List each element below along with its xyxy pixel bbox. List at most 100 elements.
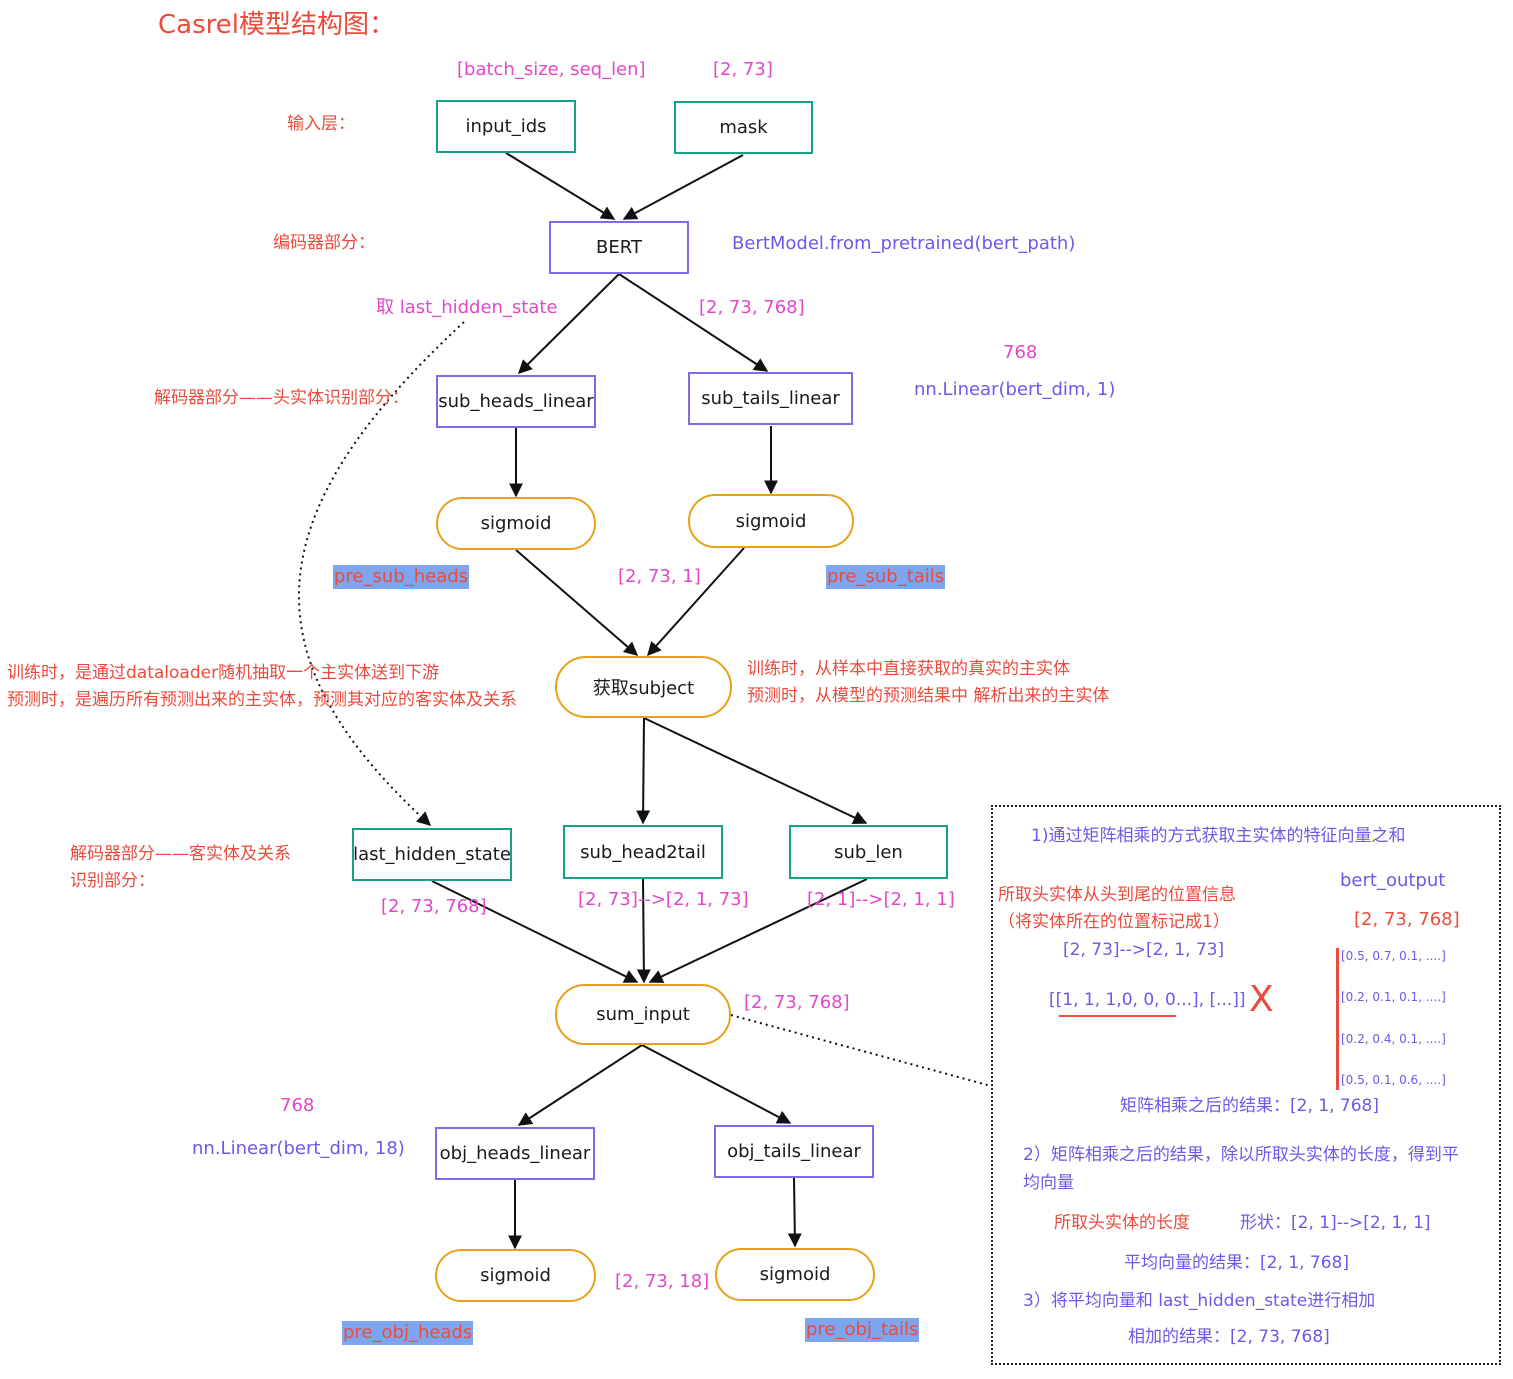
node-sum-input-label: sum_input <box>596 1004 690 1025</box>
node-sigmoid-obj-tails-label: sigmoid <box>759 1264 831 1285</box>
matrix-bracket <box>1336 948 1339 1090</box>
edge-get-subject-to-sub-len <box>643 717 868 824</box>
edge-input-ids-to-bert <box>505 152 616 220</box>
sum-input-shape: [2, 73, 768] <box>744 992 850 1013</box>
node-obj-heads-linear: obj_heads_linear <box>435 1127 595 1180</box>
bert-out-shape: [2, 73, 768] <box>699 297 805 318</box>
node-sub-tails-linear-label: sub_tails_linear <box>701 388 840 409</box>
input-shape-values: [2, 73] <box>713 59 773 80</box>
node-sum-input: sum_input <box>555 984 731 1045</box>
detail-step2-line2: 均向量 <box>1023 1173 1074 1193</box>
detail-step1: 1)通过矩阵相乘的方式获取主实体的特征向量之和 <box>1031 826 1406 846</box>
node-sub-len: sub_len <box>789 825 948 879</box>
detail-pos-info-line2: （将实体所在的位置标记成1） <box>998 912 1230 932</box>
node-last-hidden-state: last_hidden_state <box>352 828 512 881</box>
obj-sigmoid-shape: [2, 73, 18] <box>615 1271 710 1292</box>
node-obj-heads-linear-label: obj_heads_linear <box>439 1143 591 1164</box>
multiply-sign: X <box>1249 979 1274 1020</box>
detail-pos-shape: [2, 73]-->[2, 1, 73] <box>1063 940 1225 960</box>
edge-dotted-sum-input-to-detail <box>730 1014 992 1087</box>
detail-pos-info-line1: 所取头实体从头到尾的位置信息 <box>998 885 1236 905</box>
matrix-row-2: [0.2, 0.1, 0.1, ....] <box>1341 990 1446 1004</box>
edge-bert-to-sub-heads-linear <box>518 273 620 374</box>
matrix-row-1: [0.5, 0.7, 0.1, ....] <box>1341 949 1446 963</box>
edge-sum-input-to-obj-heads-linear <box>517 1044 643 1126</box>
edge-bert-to-sub-tails-linear <box>618 273 769 372</box>
pre-sub-heads-badge: pre_sub_heads <box>333 565 470 589</box>
edge-mask-to-bert <box>622 154 744 220</box>
sub-linear-in: 768 <box>1003 342 1038 363</box>
node-mask: mask <box>674 101 813 154</box>
obj-linear-in: 768 <box>280 1095 315 1116</box>
matrix-row-4: [0.5, 0.1, 0.6, ....] <box>1341 1073 1446 1087</box>
node-mask-label: mask <box>719 117 768 138</box>
obj-linear-call: nn.Linear(bert_dim, 18) <box>192 1138 405 1159</box>
node-sub-tails-linear: sub_tails_linear <box>688 372 853 425</box>
edge-obj-tails-linear-to-sigmoid <box>787 1177 802 1248</box>
edge-last-hidden-to-sum-input <box>431 880 639 983</box>
node-sigmoid-sub-tails: sigmoid <box>688 494 854 548</box>
label-input-layer: 输入层： <box>287 114 355 134</box>
pre-obj-heads-badge: pre_obj_heads <box>342 1321 474 1345</box>
detail-matmul-result: 矩阵相乘之后的结果：[2, 1, 768] <box>1120 1096 1379 1116</box>
label-decoder-obj-line1: 解码器部分——客实体及关系 <box>70 844 291 864</box>
train-note-left: 训练时，是通过dataloader随机抽取一个主实体送到下游 <box>7 663 440 683</box>
label-decoder-sub: 解码器部分——头实体识别部分： <box>154 388 409 408</box>
pre-obj-tails-badge: pre_obj_tails <box>805 1318 920 1342</box>
edge-dotted-last-hidden-state <box>298 321 465 826</box>
node-obj-tails-linear: obj_tails_linear <box>714 1125 874 1178</box>
detail-step3: 3）将平均向量和 last_hidden_state进行相加 <box>1023 1291 1376 1311</box>
detail-length-label: 所取头实体的长度 <box>1054 1213 1190 1233</box>
node-sigmoid-sub-heads-label: sigmoid <box>480 513 552 534</box>
take-last-hidden: 取 last_hidden_state <box>376 297 558 318</box>
detail-bert-output-shape: [2, 73, 768] <box>1354 909 1460 930</box>
predict-note-left: 预测时，是遍历所有预测出来的主实体，预测其对应的客实体及关系 <box>7 690 517 710</box>
detail-add-result: 相加的结果：[2, 73, 768] <box>1128 1327 1330 1347</box>
detail-pos-example: [[1, 1, 1,0, 0, 0...], [...]] <box>1049 990 1246 1010</box>
node-sub-head2tail: sub_head2tail <box>563 825 723 879</box>
node-sub-len-label: sub_len <box>834 841 903 863</box>
node-get-subject: 获取subject <box>555 656 732 718</box>
node-sub-heads-linear: sub_heads_linear <box>436 375 596 428</box>
edge-get-subject-to-sub-head2tail <box>636 717 651 825</box>
node-bert-label: BERT <box>596 237 642 258</box>
edge-sub-head2tail-to-sum-input <box>636 878 651 984</box>
detail-step2-line1: 2）矩阵相乘之后的结果，除以所取头实体的长度，得到平 <box>1023 1145 1459 1165</box>
bert-call: BertModel.from_pretrained(bert_path) <box>732 233 1076 254</box>
label-encoder: 编码器部分： <box>273 233 375 253</box>
detail-mean-result: 平均向量的结果：[2, 1, 768] <box>1124 1253 1349 1273</box>
detail-box <box>991 805 1501 1365</box>
pre-sub-tails-badge: pre_sub_tails <box>826 565 946 589</box>
node-obj-tails-linear-label: obj_tails_linear <box>727 1141 861 1162</box>
node-bert: BERT <box>549 221 689 274</box>
node-last-hidden-state-label: last_hidden_state <box>353 844 511 865</box>
node-sub-head2tail-label: sub_head2tail <box>580 841 706 863</box>
sub-linear-call: nn.Linear(bert_dim, 1) <box>914 379 1116 400</box>
input-shape-names: [batch_size, seq_len] <box>457 59 646 80</box>
edge-sub-len-to-sum-input <box>648 878 868 983</box>
node-get-subject-label: 获取subject <box>592 678 695 699</box>
detail-length-shape: 形状：[2, 1]-->[2, 1, 1] <box>1240 1213 1431 1233</box>
head2tail-shape: [2, 73]-->[2, 1, 73] <box>578 889 749 910</box>
node-sigmoid-obj-heads: sigmoid <box>435 1249 596 1302</box>
label-decoder-obj-line2: 识别部分： <box>70 871 155 891</box>
sub-sigmoid-shape: [2, 73, 1] <box>618 566 701 587</box>
node-sigmoid-obj-heads-label: sigmoid <box>480 1265 551 1286</box>
detail-bert-output: bert_output <box>1340 870 1446 891</box>
diagram-title: Casrel模型结构图： <box>158 10 395 40</box>
train-note-right: 训练时，从样本中直接获取的真实的主实体 <box>747 659 1070 679</box>
edge-sum-input-to-obj-tails-linear <box>641 1044 792 1124</box>
node-sigmoid-obj-tails: sigmoid <box>715 1248 875 1301</box>
predict-note-right: 预测时，从模型的预测结果中 解析出来的主实体 <box>747 686 1110 706</box>
matrix-row-3: [0.2, 0.4, 0.1, ....] <box>1341 1032 1446 1046</box>
edge-sigmoid-heads-to-get-subject <box>515 549 639 656</box>
node-sigmoid-sub-heads: sigmoid <box>436 497 596 550</box>
node-input-ids: input_ids <box>436 100 576 153</box>
node-sigmoid-sub-tails-label: sigmoid <box>735 510 807 532</box>
sub-len-shape: [2, 1]-->[2, 1, 1] <box>807 889 955 910</box>
edge-sigmoid-tails-to-get-subject <box>647 547 745 657</box>
last-hidden-shape: [2, 73, 768] <box>381 896 487 917</box>
node-sub-heads-linear-label: sub_heads_linear <box>438 391 594 412</box>
